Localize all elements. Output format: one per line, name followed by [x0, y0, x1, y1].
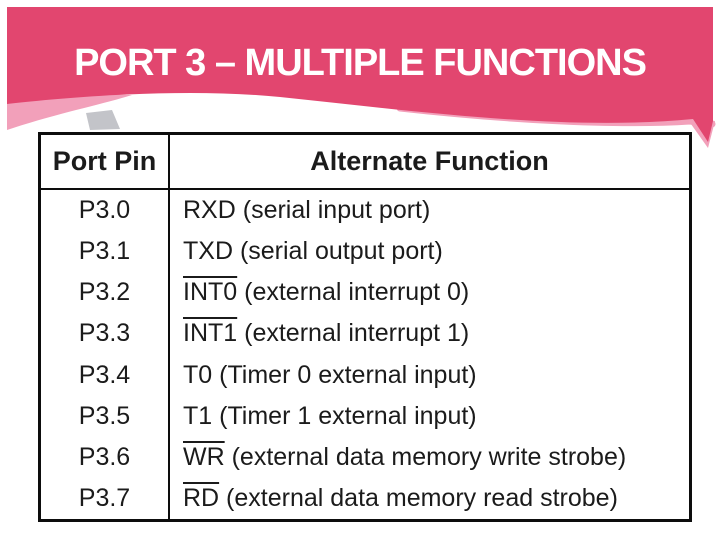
alternate-function-cell: WR (external data memory write strobe)	[170, 437, 689, 478]
alternate-function-cell: RD (external data memory read strobe)	[170, 478, 689, 519]
signal-mnemonic: T1	[183, 401, 213, 430]
signal-mnemonic: RXD	[183, 196, 236, 225]
port-pin-cell: P3.5	[41, 395, 170, 437]
port-pin-cell: P3.1	[41, 231, 170, 273]
alternate-function-cell: TXD (serial output port)	[170, 231, 689, 272]
signal-mnemonic: T0	[183, 360, 213, 389]
slide-title: PORT 3 – MULTIPLE FUNCTIONS	[74, 42, 647, 84]
function-description: (serial output port)	[233, 237, 443, 266]
function-description: (external interrupt 0)	[237, 278, 470, 307]
function-description: (external interrupt 1)	[237, 319, 470, 348]
port-pin-cell: P3.7	[41, 477, 170, 519]
table-header-row: Port Pin Alternate Function	[41, 135, 689, 190]
port-pin-cell: P3.2	[41, 272, 170, 314]
band-accent-left	[7, 92, 132, 130]
swoosh-shadow	[86, 110, 120, 130]
alternate-function-cell: INT0 (external interrupt 0)	[170, 272, 689, 313]
header-port-pin: Port Pin	[41, 135, 170, 188]
function-description: (serial input port)	[235, 196, 431, 225]
function-description: (Timer 0 external input)	[212, 360, 477, 389]
alternate-function-cell: T0 (Timer 0 external input)	[170, 355, 689, 396]
header-alternate-function: Alternate Function	[310, 146, 549, 176]
port-pin-cell: P3.4	[41, 354, 170, 396]
function-description: (external data memory write strobe)	[224, 442, 627, 471]
alternate-function-cell: T1 (Timer 1 external input)	[170, 396, 689, 437]
signal-mnemonic: INT0	[183, 278, 238, 307]
port-pin-cell: P3.3	[41, 313, 170, 355]
signal-mnemonic: WR	[183, 442, 225, 471]
header-band	[7, 7, 713, 142]
function-description: (external data memory read strobe)	[219, 483, 618, 512]
port-pin-cell: P3.0	[41, 190, 170, 232]
port-pin-cell: P3.6	[41, 436, 170, 478]
alternate-function-cell: RXD (serial input port)	[170, 190, 689, 231]
alternate-function-cell: INT1 (external interrupt 1)	[170, 313, 689, 354]
function-description: (Timer 1 external input)	[212, 401, 477, 430]
header-band-graphic	[7, 7, 716, 148]
signal-mnemonic: TXD	[183, 237, 233, 266]
signal-mnemonic: RD	[183, 483, 220, 512]
signal-mnemonic: INT1	[183, 319, 238, 348]
